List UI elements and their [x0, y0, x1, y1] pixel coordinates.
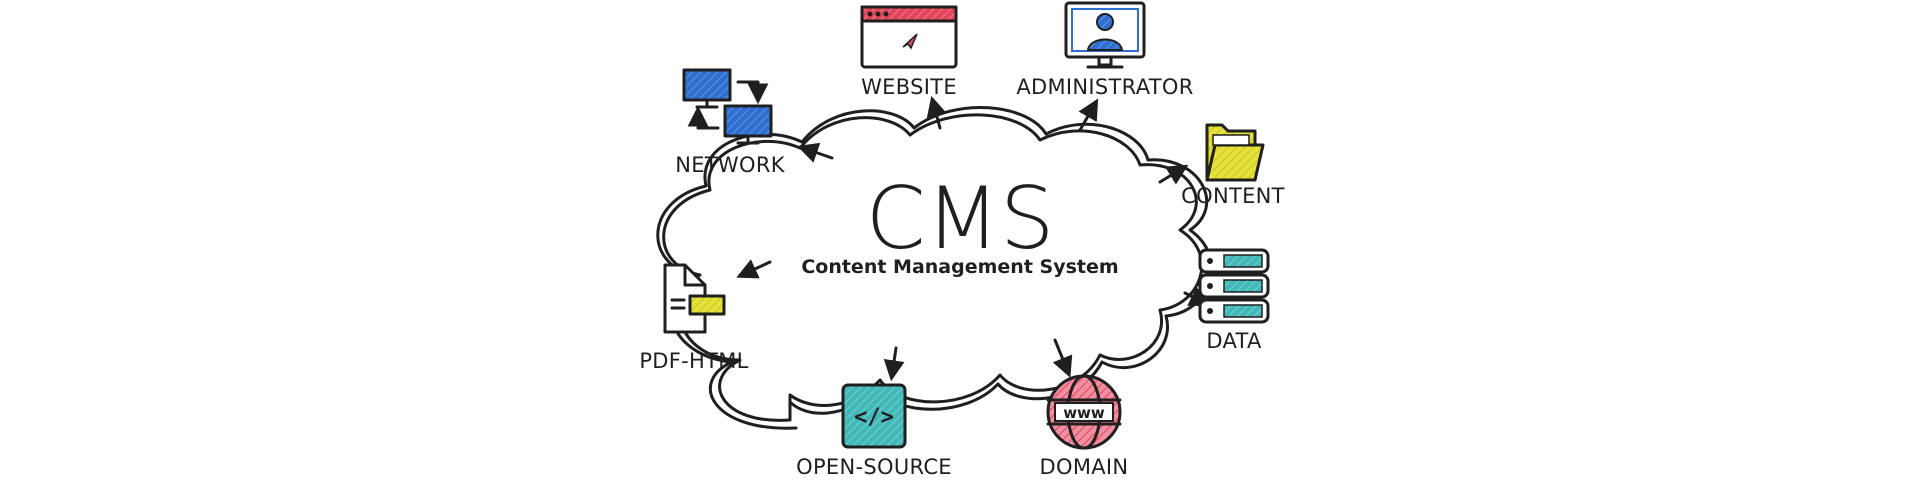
label-website: WEBSITE — [861, 75, 957, 99]
folder-icon — [1205, 123, 1265, 182]
label-domain: DOMAIN — [1040, 455, 1129, 479]
arrow-website — [926, 95, 947, 130]
node-domain: www DOMAIN — [1040, 374, 1129, 479]
label-network: NETWORK — [675, 153, 785, 177]
node-open-source: </> OPEN-SOURCE — [796, 383, 952, 479]
globe-www-icon: www — [1046, 374, 1122, 450]
label-pdf-html: PDF-HTML — [639, 349, 748, 373]
cms-title: CMS — [866, 169, 1055, 269]
code-icon: </> — [841, 383, 907, 449]
node-network: NETWORK — [675, 68, 785, 177]
arrow-domain — [1052, 338, 1073, 378]
node-website: WEBSITE — [860, 5, 958, 99]
label-data: DATA — [1206, 329, 1262, 353]
node-administrator: ADMINISTRATOR — [1016, 1, 1193, 99]
arrow-pdf-html — [736, 259, 772, 279]
arrow-content — [1158, 164, 1189, 185]
node-content: CONTENT — [1181, 123, 1285, 208]
user-monitor-icon — [1064, 1, 1146, 69]
browser-window-icon — [860, 5, 958, 69]
node-pdf-html: PDF-HTML — [639, 263, 748, 373]
document-icon — [663, 263, 726, 334]
label-open-source: OPEN-SOURCE — [796, 455, 952, 479]
label-administrator: ADMINISTRATOR — [1016, 75, 1193, 99]
cms-subtitle: Content Management System — [801, 256, 1118, 278]
arrow-administrator — [1078, 98, 1099, 132]
server-stack-icon — [1198, 248, 1270, 324]
www-glyph: www — [1063, 404, 1105, 422]
arrow-open-source — [883, 346, 905, 382]
node-data: DATA — [1198, 248, 1270, 353]
label-content: CONTENT — [1181, 184, 1285, 208]
arrow-network — [797, 142, 834, 163]
code-glyph: </> — [854, 405, 894, 430]
arrows — [736, 95, 1211, 382]
network-computers-icon — [682, 68, 773, 145]
